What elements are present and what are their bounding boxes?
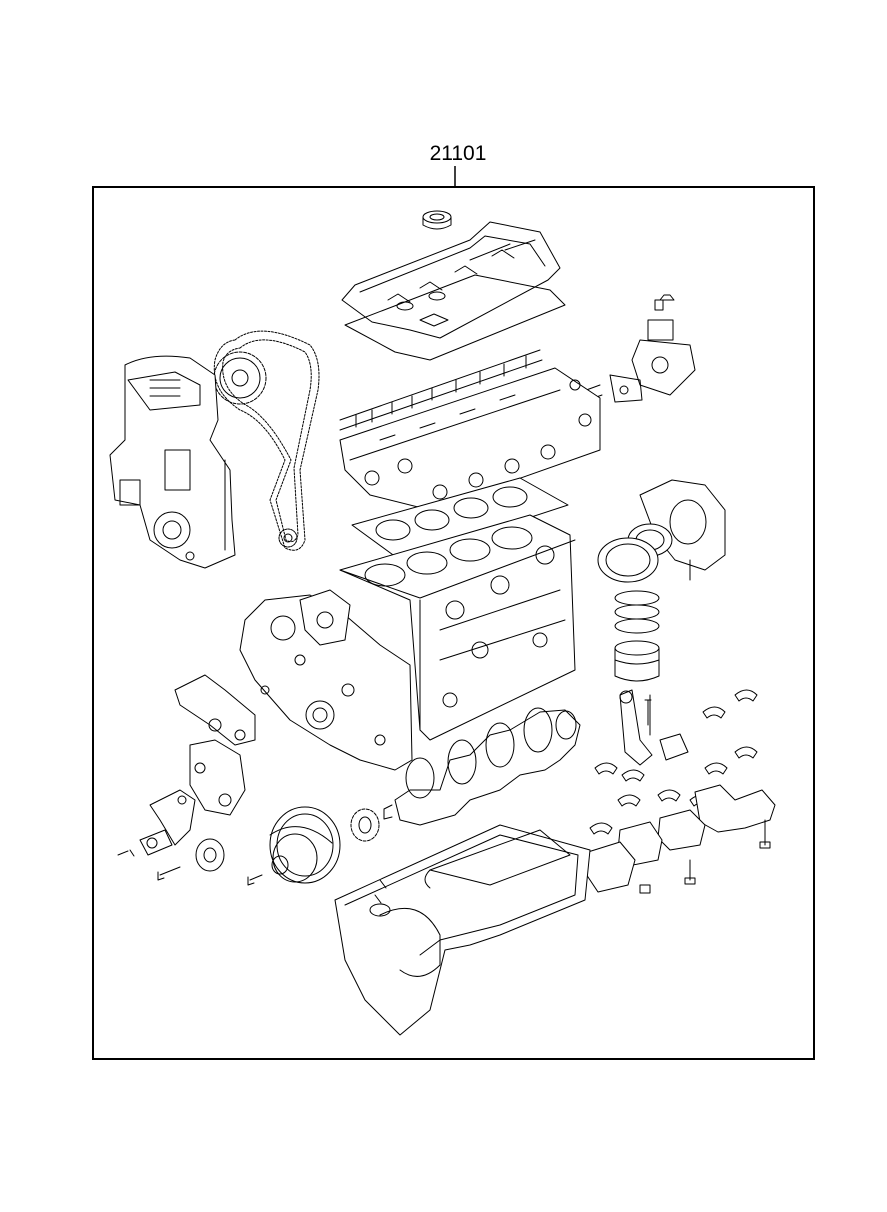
water-pump (299, 589, 351, 646)
thermostat-housing (609, 299, 696, 403)
oil-pan (334, 824, 591, 1036)
engine-block (339, 514, 576, 741)
crank-sprocket (350, 808, 380, 842)
belt-tensioner (139, 789, 196, 856)
piston (614, 640, 660, 682)
crankshaft (383, 707, 581, 826)
engine-mount-bracket (174, 674, 256, 816)
valve-cover-gasket (344, 274, 566, 361)
assembly-frame (92, 186, 815, 1060)
head-gasket (351, 477, 569, 561)
piston-rings (614, 590, 660, 634)
oil-seal (597, 523, 673, 583)
rear-oil-seal-housing (639, 479, 726, 581)
crank-pulley (269, 806, 341, 884)
timing-cover (109, 355, 236, 569)
part-number-label: 21101 (430, 142, 487, 165)
valve-cover (341, 221, 561, 339)
cylinder-head (339, 367, 601, 511)
timing-belt (213, 330, 320, 551)
connecting-rod (619, 689, 689, 766)
bolts (117, 294, 771, 904)
oil-filler-cap (422, 210, 452, 230)
main-bearing-caps (585, 784, 776, 893)
